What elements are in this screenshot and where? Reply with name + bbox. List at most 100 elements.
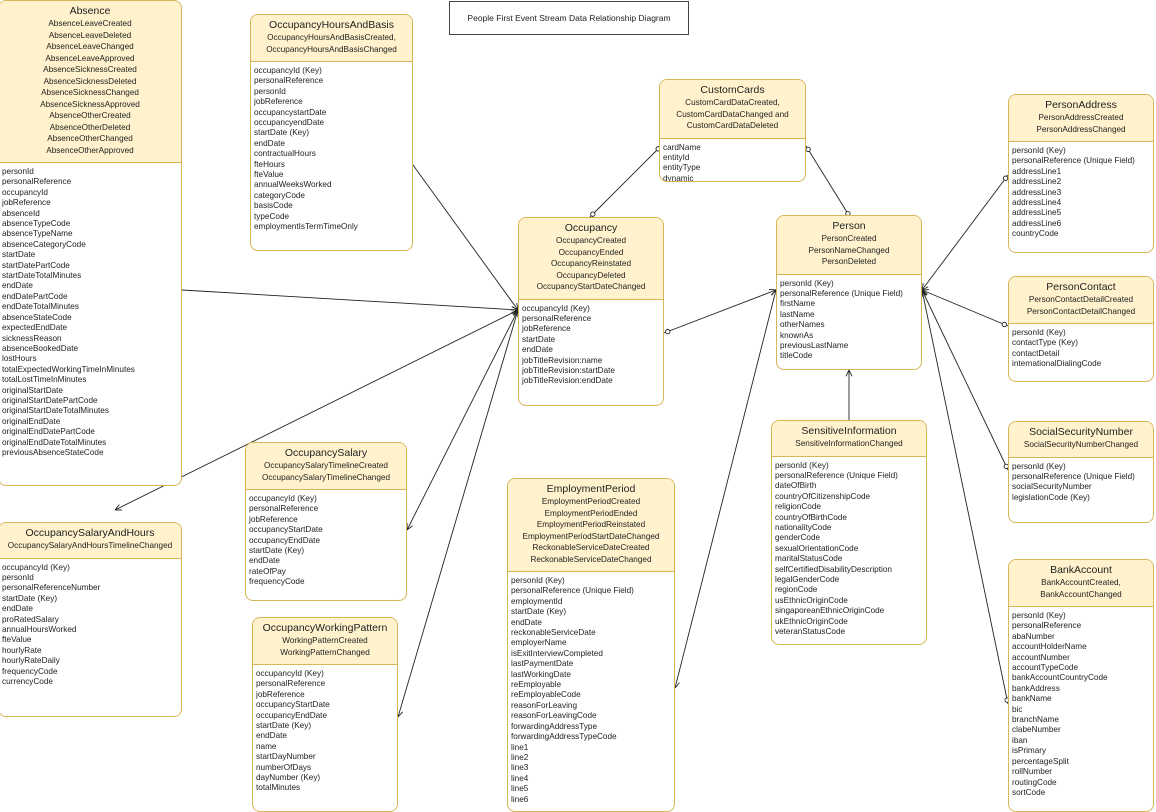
entity-field: startDate (Key) — [511, 607, 567, 617]
entity-field: startDate (Key) — [254, 128, 310, 138]
entity-field: usEthnicOriginCode — [775, 595, 848, 605]
entity-field: line2 — [511, 752, 529, 762]
link-address-person-crow — [921, 283, 924, 291]
entity-field: endDate — [254, 138, 285, 148]
entity-field: occupancyEndDate — [249, 535, 321, 545]
entity-field: endDate — [249, 556, 280, 566]
entity-event: AbsenceLeaveDeleted — [48, 30, 132, 40]
entity-field: occupancyId (Key) — [249, 494, 317, 503]
link-salary-occupancy-crow — [406, 525, 413, 531]
entity-field: name — [256, 741, 277, 751]
entity-field: dynamic — [663, 173, 694, 182]
entity-field: originalStartDateTotalMinutes — [2, 406, 109, 416]
link-address-person-crow — [921, 286, 929, 291]
entity-field: personalReference — [256, 679, 326, 689]
entity-field: lastName — [780, 309, 815, 319]
entity-field: startDate — [2, 250, 36, 260]
entity-field: accountNumber — [1012, 652, 1070, 662]
entity-field: personalReference (Unique Field) — [780, 288, 903, 298]
entity-field-list: personId (Key)personalReference (Unique … — [1009, 458, 1153, 504]
entity-event: AbsenceOtherChanged — [47, 134, 133, 143]
entity-field: personalReference — [1012, 621, 1082, 631]
entity-event: CustomCardDataCreated, — [685, 98, 780, 107]
entity-name: OccupancyWorkingPattern — [262, 622, 388, 634]
entity-field: socialSecurityNumber — [1012, 482, 1092, 492]
entity-field: regionCode — [775, 585, 818, 595]
link-sensitive-person-crow — [848, 369, 853, 377]
link-ssn-person — [921, 289, 1009, 471]
entity-field: startDayNumber — [256, 752, 316, 762]
entity-field: sortCode — [1012, 787, 1046, 797]
entity-field: genderCode — [775, 533, 821, 543]
entity-field: occupancyEndDate — [256, 710, 328, 720]
entity-field: jobReference — [256, 689, 305, 699]
entity-field: employmentIsTermTimeOnly — [254, 222, 358, 232]
entity-field: numberOfDays — [256, 762, 312, 772]
entity-event: EmploymentPeriodReinstated — [536, 520, 646, 529]
entity-field: singaporeanEthnicOriginCode — [775, 606, 885, 616]
entity-field: frequencyCode — [249, 577, 305, 587]
entity-event: OccupancySalaryTimelineCreated — [264, 461, 388, 470]
entity-event: EmploymentPeriodStartDateChanged — [522, 531, 660, 541]
entity-field: line3 — [511, 763, 529, 773]
entity-field: startDateTotalMinutes — [2, 271, 82, 281]
entity-field: personId — [2, 167, 34, 176]
entity-field-list: personId (Key)personalReference (Unique … — [777, 275, 921, 362]
entity-field: startDate — [522, 334, 556, 344]
entity-event: OccupancyHoursAndBasisChanged — [266, 44, 397, 54]
entity-field: personId (Key) — [1012, 461, 1066, 471]
entity-field: jobReference — [2, 198, 51, 208]
entity-field: isExitInterviewCompleted — [511, 648, 603, 658]
entity-field: totalLostTimeInMinutes — [2, 375, 87, 385]
entity-field: endDate — [2, 281, 33, 291]
link-workingpattern-occupancy-crow — [397, 711, 404, 718]
entity-event: OccupancyReinstated — [550, 259, 632, 268]
link-absence-occupancy — [181, 289, 519, 311]
entity-field: absenceId — [2, 208, 40, 218]
entity-event: AbsenceOtherCreated — [49, 111, 131, 120]
entity-field: reasonForLeaving — [511, 700, 577, 710]
entity-field: lastWorkingDate — [511, 669, 571, 679]
entity-field: endDate — [522, 345, 553, 355]
entity-event: PersonContactDetailCreated — [1028, 295, 1134, 304]
entity-field: startDate (Key) — [2, 593, 58, 603]
entity-event: OccupancyHoursAndBasisCreated, — [267, 33, 396, 42]
entity-name: Occupancy — [564, 222, 618, 234]
entity-event: OccupancyCreated — [555, 236, 627, 245]
entity-field: occupancyId (Key) — [522, 303, 590, 313]
entity-field: addressLine2 — [1012, 177, 1062, 187]
entity-field: personalReference — [254, 76, 324, 86]
entity-field: endDate — [256, 731, 287, 741]
entity-field: reasonForLeavingCode — [511, 711, 597, 721]
link-address-person — [921, 174, 1009, 291]
entity-field: originalEndDateTotalMinutes — [2, 437, 107, 447]
entity-field: reEmployableCode — [511, 690, 581, 700]
entity-event: OccupancyEnded — [558, 247, 624, 257]
entity-event: CustomCardDataChanged and — [676, 109, 789, 119]
entity-field: lastPaymentDate — [511, 659, 574, 669]
link-bank-person-crow — [921, 289, 927, 296]
entity-field: startDatePartCode — [2, 260, 70, 270]
entity-field: personId (Key) — [1012, 611, 1066, 620]
